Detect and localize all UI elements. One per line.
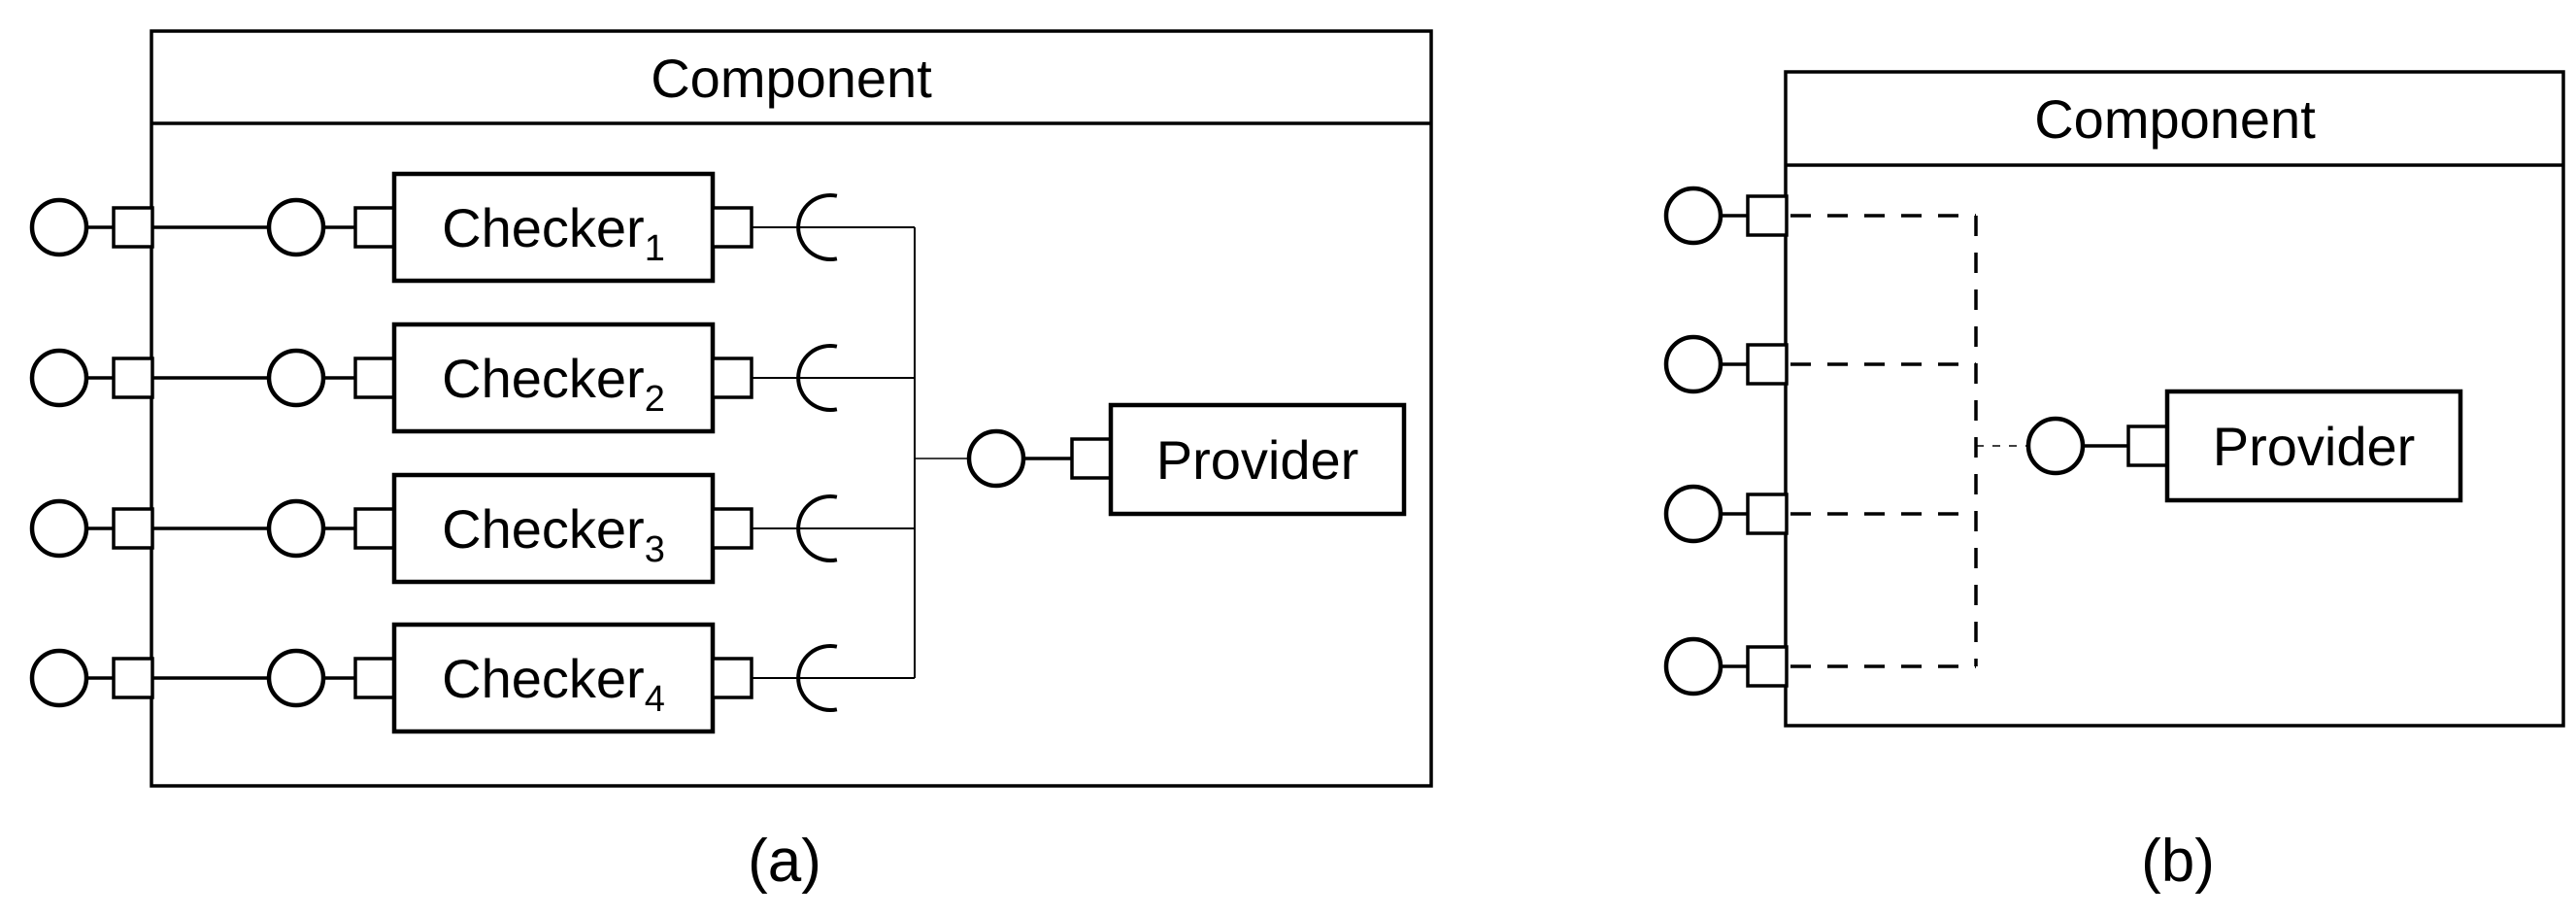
provider-b-label: Provider [2213,416,2416,477]
provider-a-label: Provider [1156,429,1359,491]
checker-1-box [391,171,716,284]
checker-row-3: Checker3 [29,472,915,585]
boundary-port [1746,343,1789,386]
external-port-row-1 [1663,186,1976,246]
required-interface-socket-icon [796,494,838,562]
external-port-row-4 [1663,636,1976,696]
checker-port-left [353,206,396,249]
external-port-row-2 [1663,334,1976,394]
provided-interface-ball-icon [1663,484,1723,544]
boundary-port [112,507,154,550]
checker-3-subscript: 3 [645,529,665,570]
diagram-b: Component [1663,70,2565,895]
checker-2-subscript: 2 [645,379,665,420]
provided-interface-ball-icon [2025,416,2086,476]
checker-4-box [391,622,716,734]
provided-interface-ball-icon [266,648,326,708]
checker-4-label: Checker4 [442,648,665,720]
provided-interface-ball-icon [266,348,326,408]
diagram-a: Component Checker1 Checker2 [29,29,1433,895]
checker-port-right [711,357,753,399]
checker-port-right [711,507,753,550]
checker-port-left [353,657,396,699]
checker-2-label: Checker2 [442,348,665,420]
caption-a: (a) [748,828,821,895]
checker-port-left [353,507,396,550]
checker-4-name: Checker [442,648,645,709]
boundary-port [112,357,154,399]
provided-interface-ball-icon [29,498,89,559]
checker-row-1: Checker1 [29,171,915,284]
provider-port [1070,437,1113,480]
component-b-title: Component [2034,88,2316,150]
boundary-port [1746,194,1789,237]
required-interface-socket-icon [796,193,838,261]
provided-interface-ball-icon [266,197,326,257]
provided-interface-ball-icon [1663,186,1723,246]
provided-interface-ball-icon [29,648,89,708]
checker-1-subscript: 1 [645,228,665,269]
provider-port [2126,425,2169,467]
checker-port-right [711,657,753,699]
checker-1-name: Checker [442,197,645,258]
provided-interface-ball-icon [266,498,326,559]
provided-interface-ball-icon [29,348,89,408]
provided-interface-ball-icon [1663,334,1723,394]
required-interface-socket-icon [796,644,838,712]
checker-2-box [391,322,716,434]
checker-port-left [353,357,396,399]
boundary-port [1746,645,1789,688]
checker-4-subscript: 4 [645,679,665,720]
checker-3-label: Checker3 [442,498,665,570]
component-a-title: Component [651,48,932,109]
checker-3-name: Checker [442,498,645,560]
boundary-port [1746,492,1789,535]
provider-b-box [2164,389,2463,503]
checker-row-2: Checker2 [29,322,915,434]
checker-2-name: Checker [442,348,645,409]
provider-a-box [1108,402,1407,517]
external-port-row-3 [1663,484,1976,544]
boundary-port [112,657,154,699]
checker-row-4: Checker4 [29,622,915,734]
provided-interface-ball-icon [29,197,89,257]
checker-3-box [391,472,716,585]
provided-interface-ball-icon [966,428,1026,489]
caption-b: (b) [2141,828,2215,895]
required-interface-socket-icon [796,344,838,412]
provided-interface-ball-icon [1663,636,1723,696]
checker-port-right [711,206,753,249]
checker-1-label: Checker1 [442,197,665,269]
boundary-port [112,206,154,249]
